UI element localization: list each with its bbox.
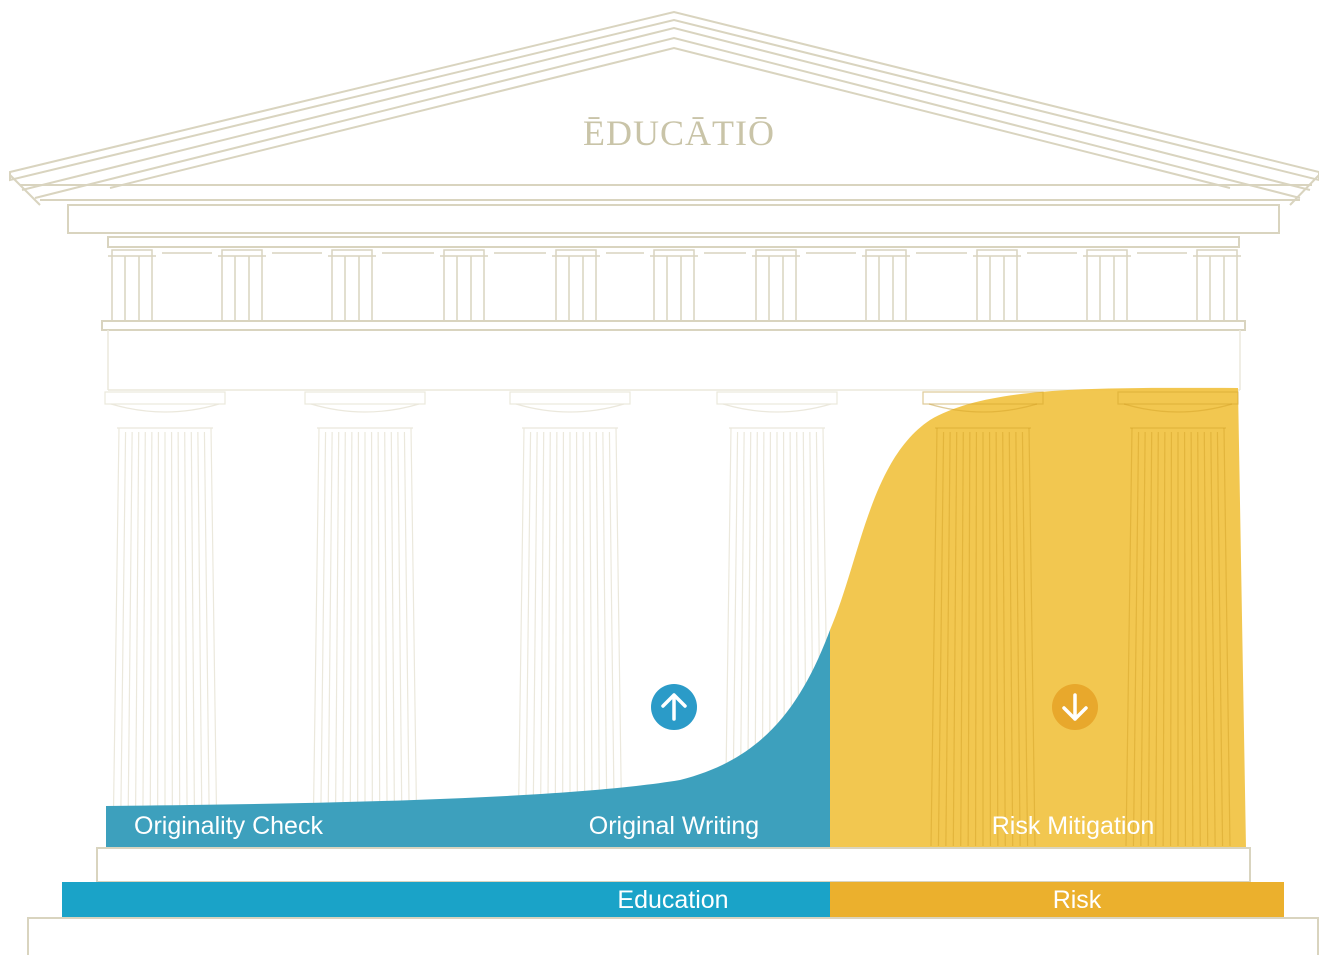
triglyph [1193, 249, 1241, 322]
column [509, 391, 631, 847]
triglyph [973, 249, 1021, 322]
frieze-triglyphs [108, 249, 1241, 322]
risk-area [830, 387, 1246, 848]
pediment [9, 10, 1319, 206]
risk-bar-label: Risk [1053, 886, 1102, 914]
original-writing-label: Original Writing [589, 812, 759, 840]
risk-area-columns [922, 391, 1239, 847]
risk-bar [830, 882, 1284, 917]
originality-check-label: Originality Check [134, 812, 323, 840]
triglyph [328, 249, 376, 322]
triglyph [1083, 249, 1131, 322]
triglyph [440, 249, 488, 322]
column [1117, 391, 1239, 847]
triglyph [650, 249, 698, 322]
education-area [106, 630, 830, 848]
entablature [67, 204, 1280, 331]
triglyph [752, 249, 800, 322]
arrow-up-icon [651, 684, 697, 730]
column [104, 391, 226, 847]
lower-step [27, 917, 1319, 955]
arrow-down-icon [1052, 684, 1098, 730]
risk-mitigation-label: Risk Mitigation [992, 812, 1155, 840]
cella-wall [107, 330, 1241, 391]
upper-step [96, 847, 1251, 883]
pediment-inscription: ĒDUCĀTIŌ [583, 113, 775, 153]
triglyph [218, 249, 266, 322]
column [922, 391, 1044, 847]
triglyph [862, 249, 910, 322]
triglyph [552, 249, 600, 322]
education-bar [62, 882, 830, 917]
education-bar-label: Education [617, 886, 728, 914]
triglyph [108, 249, 156, 322]
column [304, 391, 426, 847]
